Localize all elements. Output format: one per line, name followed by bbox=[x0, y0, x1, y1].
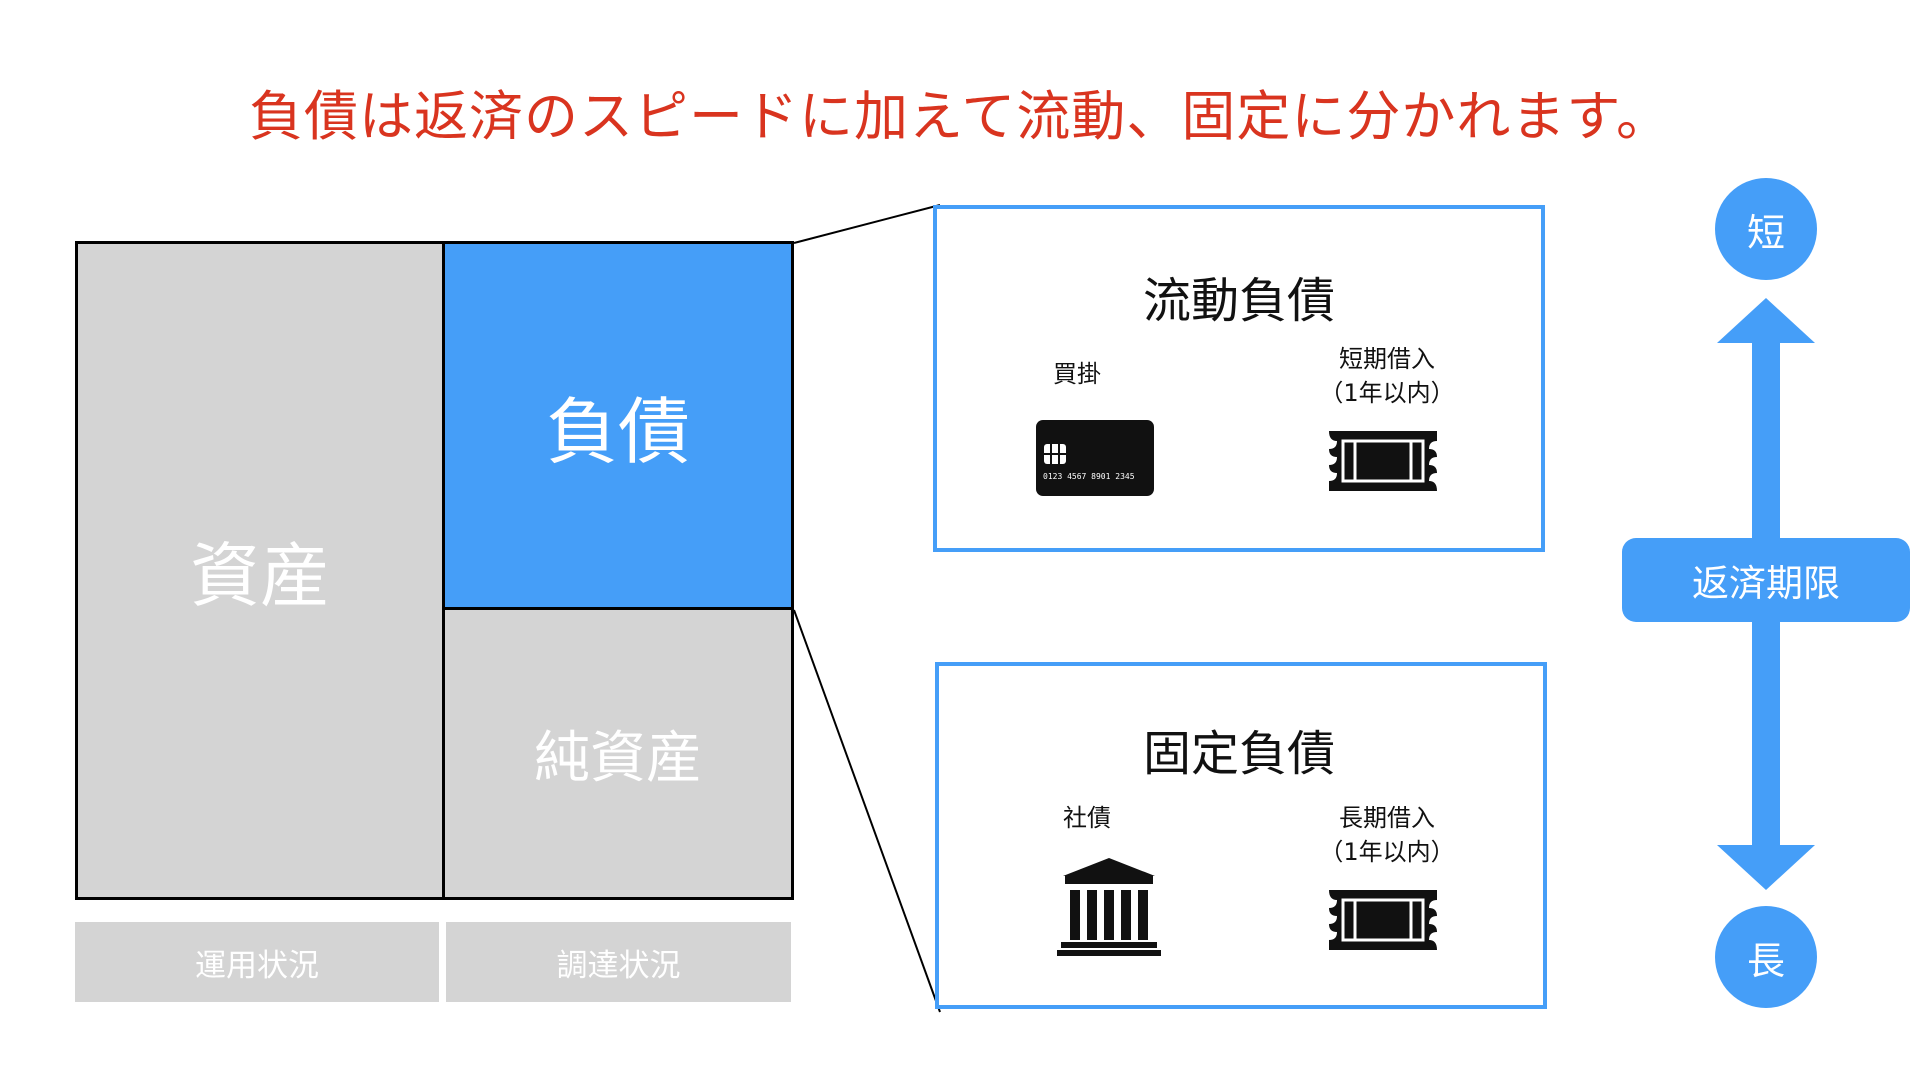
credit-card-icon: 0123 4567 8901 2345 bbox=[1036, 420, 1154, 496]
fixed-liabilities-panel: 固定負債 社債 長期借入 （1年以内） bbox=[935, 662, 1547, 1009]
card-number: 0123 4567 8901 2345 bbox=[1043, 472, 1135, 481]
fixed-liabilities-title: 固定負債 bbox=[1142, 726, 1335, 782]
page-title: 負債は返済のスピードに加えて流動、固定に分かれます。 bbox=[249, 85, 1671, 148]
long-term-borrowing-sub: （1年以内） bbox=[1319, 838, 1455, 866]
short-term-borrowing-label: 短期借入 bbox=[1339, 345, 1435, 373]
long-term-circle: 長 bbox=[1715, 906, 1817, 1008]
short-term-borrowing-sub: （1年以内） bbox=[1319, 379, 1455, 407]
assets-label: 資産 bbox=[190, 535, 330, 617]
zoom-line-top bbox=[793, 204, 941, 244]
short-term-circle: 短 bbox=[1715, 178, 1817, 280]
double-arrow-icon bbox=[1717, 298, 1815, 890]
net-assets-label: 純資産 bbox=[534, 726, 702, 791]
accounts-payable-label: 買掛 bbox=[1053, 360, 1101, 388]
liabilities-block: 負債 bbox=[442, 241, 794, 610]
current-liabilities-panel: 流動負債 買掛 短期借入 （1年以内） 0123 4567 8901 2345 bbox=[933, 205, 1545, 552]
net-assets-block: 純資産 bbox=[442, 607, 794, 900]
liabilities-label: 負債 bbox=[545, 390, 690, 474]
current-liabilities-title: 流動負債 bbox=[1142, 273, 1335, 329]
assets-block: 資産 bbox=[75, 241, 445, 900]
zoom-line-bottom bbox=[793, 609, 941, 1013]
caption-left: 運用状況 bbox=[75, 922, 439, 1002]
repayment-deadline-label: 返済期限 bbox=[1622, 538, 1910, 622]
bonds-label: 社債 bbox=[1063, 804, 1111, 832]
caption-right: 調達状況 bbox=[446, 922, 791, 1002]
long-term-borrowing-label: 長期借入 bbox=[1339, 804, 1435, 832]
